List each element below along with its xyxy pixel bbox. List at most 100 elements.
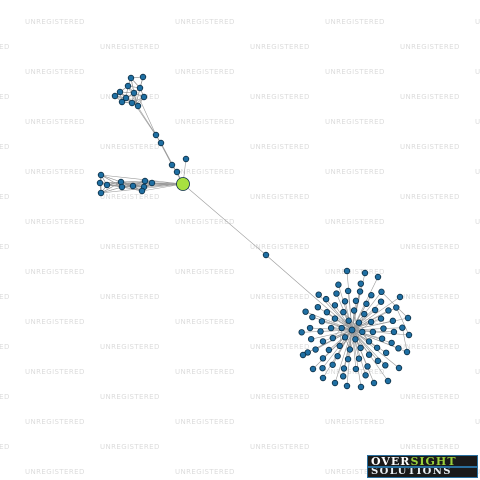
node-chain[interactable] <box>157 139 165 147</box>
node-left-cluster[interactable] <box>129 182 137 190</box>
node-hub-cluster[interactable] <box>403 348 411 356</box>
node-hub-cluster[interactable] <box>363 300 370 308</box>
node-hub-cluster[interactable] <box>298 329 305 336</box>
node-top-cluster[interactable] <box>130 89 138 97</box>
node-chain[interactable] <box>173 168 181 176</box>
node-hub-cluster[interactable] <box>299 351 307 359</box>
node-hub-cluster[interactable] <box>327 324 335 332</box>
node-hub-cluster[interactable] <box>314 303 322 311</box>
node-hub-cluster[interactable] <box>335 281 342 288</box>
node-hub-cluster[interactable] <box>369 328 377 336</box>
node-top-cluster[interactable] <box>139 73 147 81</box>
node-hub-cluster[interactable] <box>309 313 316 321</box>
node-hub-cluster[interactable] <box>371 306 379 314</box>
node-hub-cluster[interactable] <box>318 318 326 325</box>
node-hub-cluster[interactable] <box>338 324 345 332</box>
node-top-cluster[interactable] <box>128 99 136 107</box>
node-hub-cluster[interactable] <box>404 314 412 322</box>
node-hub-cluster[interactable] <box>317 328 324 335</box>
node-hub-cluster[interactable] <box>355 355 363 362</box>
node-hub-cluster[interactable] <box>362 372 369 379</box>
node-hub-cluster[interactable] <box>343 382 351 390</box>
node-hub-cluster[interactable] <box>340 308 347 316</box>
node-hub-cluster[interactable] <box>378 335 386 342</box>
node-hub-cluster[interactable] <box>357 344 364 352</box>
node-left-cluster[interactable] <box>97 189 105 197</box>
node-hub-cluster[interactable] <box>312 346 319 353</box>
node-left-cluster[interactable] <box>103 181 111 189</box>
node-top-cluster[interactable] <box>124 82 132 90</box>
node-hub-cluster[interactable] <box>405 331 413 339</box>
node-hub-cluster[interactable] <box>361 310 368 318</box>
node-hub-cluster[interactable] <box>357 383 365 391</box>
node-left-cluster[interactable] <box>141 177 149 185</box>
node-hub-cluster[interactable] <box>319 374 327 382</box>
node-bridge[interactable] <box>262 251 270 259</box>
node-hub-cluster[interactable] <box>380 325 387 332</box>
node-hub-cluster[interactable] <box>323 309 331 316</box>
node-hub-cluster[interactable] <box>319 338 327 345</box>
node-hub-cluster[interactable] <box>331 302 339 309</box>
node-top-cluster[interactable] <box>134 102 142 110</box>
node-hub-cluster[interactable] <box>395 364 403 372</box>
node-chain[interactable] <box>152 131 160 139</box>
node-top-cluster[interactable] <box>111 92 119 100</box>
node-hub-cluster[interactable] <box>365 338 373 345</box>
node-hub-cluster[interactable] <box>309 365 317 373</box>
node-hub-cluster[interactable] <box>374 357 382 365</box>
node-hub-cluster[interactable] <box>344 355 352 363</box>
node-top-cluster[interactable] <box>118 98 126 106</box>
node-hub-cluster[interactable] <box>331 379 339 387</box>
node-top-cluster[interactable] <box>140 93 148 101</box>
node-hub-cluster[interactable] <box>341 298 349 305</box>
node-hub-cluster[interactable] <box>384 377 392 385</box>
node-hub-cluster[interactable] <box>333 290 340 297</box>
node-hub-cluster[interactable] <box>346 346 354 353</box>
node-hub-cluster[interactable] <box>319 355 327 362</box>
node-chain[interactable] <box>168 161 176 169</box>
node-left-cluster[interactable] <box>96 179 104 187</box>
node-hub-cluster[interactable] <box>365 351 373 358</box>
node-hub-cluster[interactable] <box>373 344 381 351</box>
node-left-cluster[interactable] <box>148 179 156 187</box>
node-hub-cluster[interactable] <box>306 324 314 332</box>
node-hub-cluster[interactable] <box>368 292 375 299</box>
node-hub-center[interactable] <box>348 326 356 334</box>
node-hub-cluster[interactable] <box>374 273 382 281</box>
node-hub-cluster[interactable] <box>389 317 397 325</box>
node-hub-cluster[interactable] <box>319 364 326 372</box>
node-hub-cluster[interactable] <box>364 363 371 370</box>
node-hub-cluster[interactable] <box>382 362 389 369</box>
node-hub-cluster[interactable] <box>359 328 366 336</box>
node-hub-cluster[interactable] <box>345 317 352 324</box>
node-hub-cluster[interactable] <box>325 346 333 354</box>
node-hub-cluster[interactable] <box>339 373 347 380</box>
node-hub-cluster[interactable] <box>352 297 360 305</box>
node-hub-cluster[interactable] <box>331 315 339 322</box>
node-hub-cluster[interactable] <box>307 335 315 343</box>
node-hub-cluster[interactable] <box>315 291 322 298</box>
node-hub-cluster[interactable] <box>395 345 402 352</box>
focus-node[interactable] <box>176 177 190 191</box>
node-top-cluster[interactable] <box>116 88 124 96</box>
node-hub-cluster[interactable] <box>378 288 385 296</box>
node-hub-cluster[interactable] <box>343 267 351 275</box>
node-hub-cluster[interactable] <box>344 287 352 295</box>
node-hub-cluster[interactable] <box>357 280 365 287</box>
node-hub-cluster[interactable] <box>341 334 349 341</box>
node-hub-cluster[interactable] <box>385 307 392 314</box>
node-hub-cluster[interactable] <box>377 315 385 322</box>
node-hub-cluster[interactable] <box>367 318 375 326</box>
node-top-cluster[interactable] <box>136 84 144 92</box>
node-hub-cluster[interactable] <box>350 307 358 314</box>
node-top-cluster[interactable] <box>122 94 130 102</box>
node-hub-cluster[interactable] <box>390 328 398 336</box>
node-hub-cluster[interactable] <box>336 342 343 350</box>
node-hub-cluster[interactable] <box>302 308 309 315</box>
node-hub-cluster[interactable] <box>329 361 336 368</box>
node-hub-cluster[interactable] <box>352 336 359 343</box>
node-hub-cluster[interactable] <box>356 288 364 295</box>
node-hub-cluster[interactable] <box>334 352 341 360</box>
node-left-cluster[interactable] <box>138 187 146 195</box>
node-left-cluster[interactable] <box>118 183 126 191</box>
